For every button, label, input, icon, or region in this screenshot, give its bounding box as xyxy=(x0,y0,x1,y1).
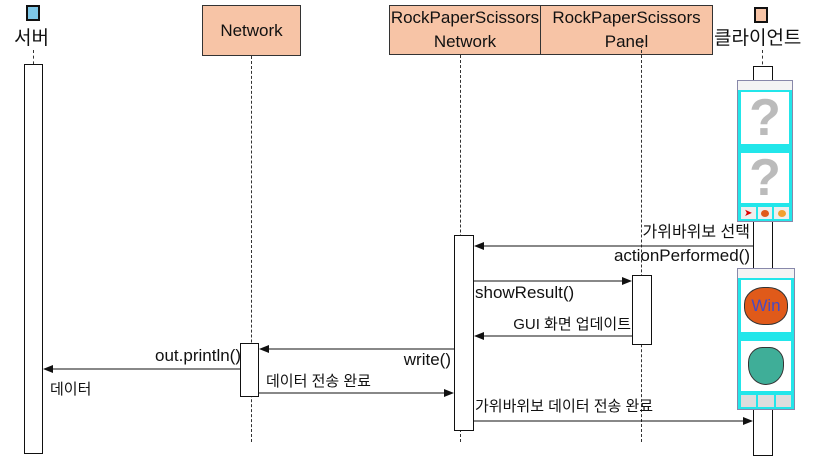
msg-label-send-complete: 데이터 전송 완료 xyxy=(266,373,371,390)
server-actor-icon xyxy=(26,5,40,21)
lifeline-server xyxy=(33,50,34,70)
question-mark-icon: ? xyxy=(749,89,781,147)
paper-button xyxy=(774,207,790,219)
window-titlebar xyxy=(738,81,792,90)
choice-buttons-disabled xyxy=(741,395,791,407)
rock-image: Win xyxy=(741,280,791,332)
msg-label-data: 데이터 xyxy=(50,381,92,398)
win-overlay: Win xyxy=(751,296,781,315)
msg-label-action-performed: actionPerformed() xyxy=(613,246,750,265)
participant-label: Network xyxy=(220,20,283,40)
participant-label: RockPaperScissors xyxy=(552,8,701,27)
client-window-before: ? ? ➤ xyxy=(737,80,793,222)
lifeline-client xyxy=(762,50,763,70)
rock-button xyxy=(757,207,773,219)
client-label: 클라이언트 xyxy=(714,28,802,49)
participant-label: Network xyxy=(433,32,497,51)
question-image: ? xyxy=(741,92,789,144)
msg-label-rps-complete: 가위바위보 데이터 전송 완료 xyxy=(475,398,654,415)
activation-rps-network xyxy=(454,235,474,431)
scissors-button: ➤ xyxy=(741,207,756,219)
msg-label-show-result: showResult() xyxy=(475,283,575,302)
question-image: ? xyxy=(741,149,789,207)
msg-label-gui-update: GUI 화면 업데이트 xyxy=(513,316,631,333)
msg-label-println: out.println() xyxy=(155,346,241,365)
participant-network: Network xyxy=(202,5,301,56)
choice-buttons: ➤ xyxy=(741,207,790,219)
lifeline-rps-panel xyxy=(641,40,642,442)
participant-label: RockPaperScissors xyxy=(390,8,540,27)
activation-network xyxy=(240,343,259,397)
msg-label-write: write() xyxy=(403,350,451,369)
question-mark-icon: ? xyxy=(749,149,781,207)
client-window-after: Win xyxy=(737,268,795,410)
message-arrows xyxy=(43,242,753,425)
window-titlebar xyxy=(738,269,794,278)
lifeline-network xyxy=(251,56,252,442)
msg-label-select: 가위바위보 선택 xyxy=(642,224,751,241)
activation-rps-panel xyxy=(632,275,652,345)
participant-label: Panel xyxy=(604,32,649,51)
client-actor-icon xyxy=(754,7,768,23)
server-label: 서버 xyxy=(14,28,49,49)
scissors-image xyxy=(741,341,791,391)
